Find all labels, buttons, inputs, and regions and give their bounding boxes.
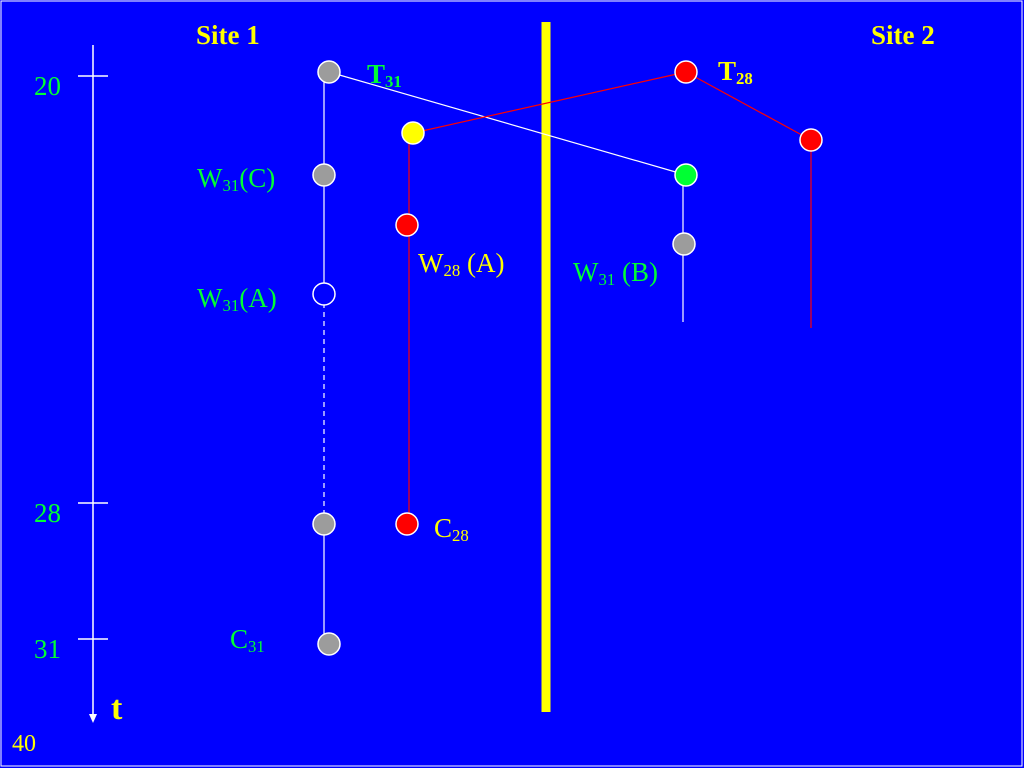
w31b-main: W: [573, 257, 599, 287]
c31-node: [317, 632, 341, 656]
t31-node-28: [312, 512, 336, 536]
w31a-main: W: [197, 283, 223, 313]
tick-label-20: 20: [34, 71, 61, 101]
t31-start-node: [317, 60, 341, 84]
w31b-label: W31 (B): [573, 257, 658, 290]
t31-label: T31: [367, 59, 402, 92]
c28-node: [395, 512, 419, 536]
w31a-sub: 31: [222, 296, 240, 316]
w31c-sub: 31: [222, 176, 240, 196]
t28-start-node: [674, 60, 698, 84]
t28-site2-node: [799, 128, 823, 152]
t28-site1-start-node: [401, 121, 425, 145]
t31-site2-start-node: [674, 163, 698, 187]
w31c-label: W31(C): [197, 163, 276, 196]
site2-label: Site 2: [871, 20, 935, 50]
w31b-sub: 31: [598, 270, 616, 290]
w28a-suffix: (A): [460, 248, 505, 278]
c31-main: C: [230, 624, 249, 654]
c28-label: C28: [434, 513, 469, 546]
c28-main: C: [434, 513, 453, 543]
w28a-main: W: [418, 248, 444, 278]
c28-sub: 28: [452, 526, 469, 546]
t31-main: T: [367, 59, 386, 89]
time-axis-arrowhead: [89, 714, 97, 723]
c31-sub: 31: [248, 637, 265, 657]
site1-label: Site 1: [196, 20, 260, 50]
w31c-main: W: [197, 163, 223, 193]
w28a-label: W28 (A): [418, 248, 505, 281]
t31-sub: 31: [385, 72, 402, 92]
tick-label-31: 31: [34, 634, 61, 664]
t31-remote-message: [328, 71, 687, 176]
w28a-node: [395, 213, 419, 237]
page-number: 40: [12, 731, 36, 757]
w31a-suffix: (A): [239, 283, 277, 313]
w31a-node: [312, 282, 336, 306]
w31b-suffix: (B): [615, 257, 658, 287]
t28-label: T28: [718, 56, 753, 89]
w31c-node: [312, 163, 336, 187]
tick-label-28: 28: [34, 498, 61, 528]
t28-remote-message: [412, 71, 687, 134]
t28-site2-branch: [685, 71, 812, 141]
w28a-sub: 28: [443, 261, 461, 281]
c31-label: C31: [230, 624, 265, 657]
t28-sub: 28: [736, 69, 753, 89]
time-axis-label: t: [111, 690, 123, 727]
w31c-suffix: (C): [239, 163, 276, 193]
w31a-label: W31(A): [197, 283, 277, 316]
t28-main: T: [718, 56, 737, 86]
w31b-node: [672, 232, 696, 256]
